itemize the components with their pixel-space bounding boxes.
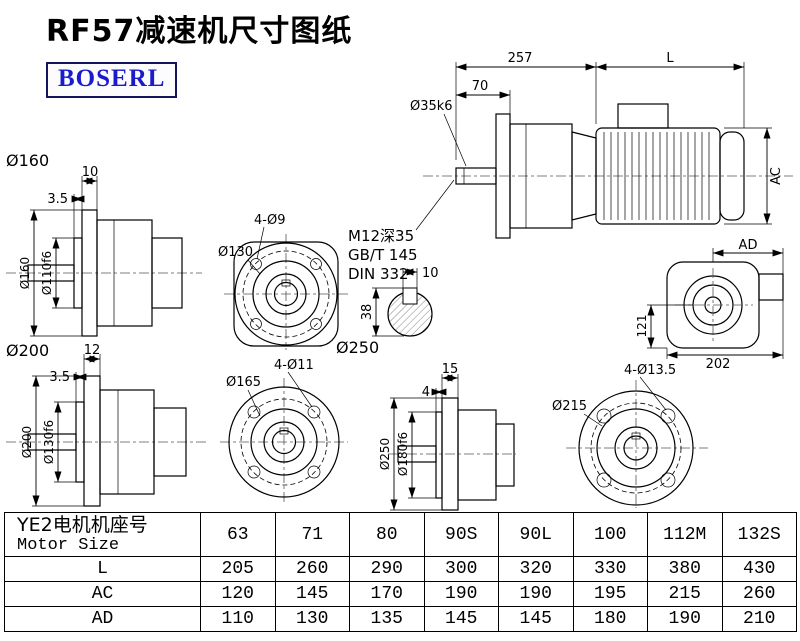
dim-bolt-circle-215: Ø215	[552, 399, 587, 414]
table-cell: 205	[200, 556, 276, 582]
table-cell: 195	[572, 581, 648, 607]
dim-257: 257	[508, 51, 533, 66]
brand-logo: BOSERL	[46, 62, 178, 98]
table-cell: 430	[721, 556, 797, 582]
dim-row-label: L	[4, 556, 201, 582]
dim-bolt-circle-130: Ø130	[218, 245, 253, 260]
table-cell: 330	[572, 556, 648, 582]
gearbox-outline	[455, 113, 597, 239]
dim-shaft-diameter: Ø35k6	[410, 99, 453, 114]
motor-outline	[595, 103, 745, 225]
table-cell: 190	[647, 606, 723, 632]
table-header-row: YE2电机机座号 Motor Size 63 71 80 90S 90L 100…	[4, 512, 797, 557]
dim-bolt-circle-165: Ø165	[226, 375, 261, 390]
table-cell: 120	[200, 581, 276, 607]
table-cell: 190	[498, 581, 574, 607]
motor-size-col-header: 90S	[423, 512, 499, 557]
flange-160-outline	[27, 209, 183, 337]
dim-L: L	[666, 51, 674, 66]
dim-outer-160: Ø160	[18, 257, 32, 289]
section-label-160: Ø160	[6, 151, 49, 170]
dim-register-step: 3.5	[47, 192, 68, 207]
motor-end-view: AD 121 202	[635, 238, 784, 372]
dim-202: 202	[706, 357, 731, 372]
dim-bolt-holes-9: 4-Ø9	[254, 213, 285, 228]
note-gb-standard: GB/T 145	[348, 246, 418, 265]
motor-size-col-header: 132S	[721, 512, 797, 557]
section-label-200: Ø200	[6, 341, 49, 360]
dim-outer-250: Ø250	[378, 438, 392, 470]
shaft-end-notes: M12深35 GB/T 145 DIN 332	[348, 227, 418, 285]
table-cell: 260	[274, 556, 350, 582]
table-cell: 170	[349, 581, 425, 607]
table-cell: 135	[349, 606, 425, 632]
table-cell: 320	[498, 556, 574, 582]
flange-130-outline	[233, 241, 339, 347]
motor-size-col-header: 80	[349, 512, 425, 557]
table-cell: 210	[721, 606, 797, 632]
table-cell: 145	[423, 606, 499, 632]
shaft-key-section-view: 10 38	[360, 266, 439, 337]
motor-size-col-header: 63	[200, 512, 276, 557]
flange-215-outline	[578, 390, 694, 506]
note-din-standard: DIN 332	[348, 265, 409, 284]
table-row-AD: AD 110 130 135 145 145 180 190 210	[4, 606, 797, 632]
flange-165-front-view: 4-Ø11 Ø165	[220, 358, 348, 504]
dim-flange-thickness: 10	[82, 165, 99, 180]
flange-200-side-view: Ø200 Ø200 Ø130f6 12 3.5	[6, 341, 207, 507]
dim-flange-thickness: 12	[84, 343, 101, 358]
table-header-cell: YE2电机机座号 Motor Size	[4, 512, 201, 557]
dim-AC: AC	[769, 167, 784, 185]
dim-outer-200: Ø200	[20, 426, 34, 458]
dim-70: 70	[472, 79, 489, 94]
dim-bolt-holes-11: 4-Ø11	[274, 358, 314, 373]
dim-bolt-holes-13.5: 4-Ø13.5	[624, 363, 676, 378]
dim-register-step: 3.5	[49, 370, 70, 385]
motor-size-col-header: 90L	[498, 512, 574, 557]
table-cell: 145	[498, 606, 574, 632]
table-header-cn: YE2电机机座号	[17, 513, 148, 536]
main-assembly-side-view: 257 L 70 Ø35k6 AC	[410, 51, 793, 239]
table-cell: 380	[647, 556, 723, 582]
table-cell: 190	[423, 581, 499, 607]
dim-row-label: AD	[4, 606, 201, 632]
flange-200-outline	[27, 375, 187, 507]
flange-250-side-view: Ø250 Ø180f6 15 4	[378, 362, 516, 511]
dim-121: 121	[635, 315, 649, 338]
table-header-en: Motor Size	[17, 535, 120, 555]
table-cell: 130	[274, 606, 350, 632]
flange-215-front-view: 4-Ø13.5 Ø215	[552, 363, 708, 508]
table-row-L: L 205 260 290 300 320 330 380 430	[4, 556, 797, 582]
table-cell: 145	[274, 581, 350, 607]
note-tapped-hole: M12深35	[348, 227, 415, 245]
table-row-AC: AC 120 145 170 190 190 195 215 260	[4, 581, 797, 607]
table-cell: 180	[572, 606, 648, 632]
dim-flange-thickness: 15	[442, 362, 459, 377]
motor-size-col-header: 100	[572, 512, 648, 557]
section-label-250: Ø250	[336, 338, 380, 357]
dim-register-step: 4	[422, 385, 430, 400]
dim-row-label: AC	[4, 581, 201, 607]
page-title: RF57减速机尺寸图纸	[46, 14, 353, 49]
motor-size-col-header: 71	[274, 512, 350, 557]
table-cell: 215	[647, 581, 723, 607]
dim-register-180: Ø180f6	[396, 432, 410, 476]
dim-shaft-key-height: 38	[360, 304, 375, 321]
table-cell: 260	[721, 581, 797, 607]
dim-AD: AD	[739, 238, 758, 253]
flange-250-outline	[397, 397, 515, 511]
table-cell: 110	[200, 606, 276, 632]
dim-key-width: 10	[422, 266, 439, 281]
motor-size-table: YE2电机机座号 Motor Size 63 71 80 90S 90L 100…	[4, 512, 797, 632]
dim-register-110: Ø110f6	[40, 251, 54, 295]
flange-160-side-view: Ø160 Ø160 Ø110f6 10 3.5	[6, 151, 202, 337]
motor-size-col-header: 112M	[647, 512, 723, 557]
dim-register-130: Ø130f6	[42, 420, 56, 464]
table-cell: 290	[349, 556, 425, 582]
table-cell: 300	[423, 556, 499, 582]
flange-165-outline	[228, 386, 340, 498]
flange-130-front-view: 4-Ø9 Ø130	[218, 213, 348, 350]
